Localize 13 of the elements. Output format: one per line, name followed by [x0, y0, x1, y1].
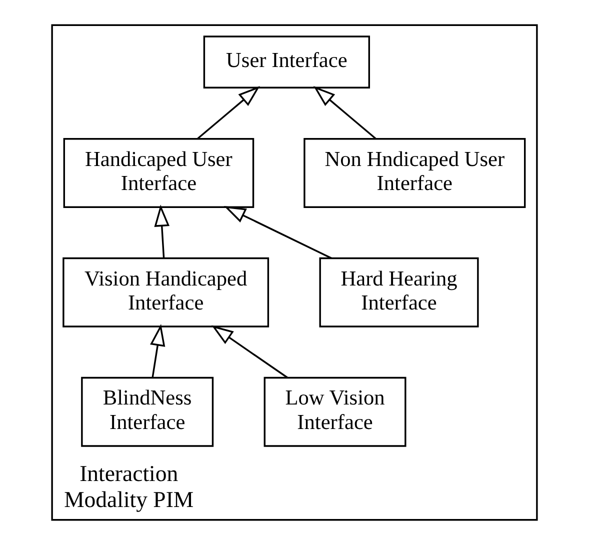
node-box: Low Vision Interface	[264, 376, 406, 447]
arrow	[197, 86, 260, 140]
arrow	[154, 204, 170, 258]
node-box: Vision Handicaped Interface	[62, 257, 270, 328]
arrow	[212, 325, 288, 378]
arrow	[224, 206, 332, 259]
node-box: Hard Hearing Interface	[319, 257, 479, 328]
arrow	[313, 86, 376, 140]
node-box: Handicaped User Interface	[63, 138, 254, 208]
node-box: User Interface	[203, 36, 370, 88]
node-box: Non Hndicaped User Interface	[304, 138, 526, 208]
node-box: BlindNess Interface	[81, 376, 214, 447]
arrow	[150, 324, 166, 378]
